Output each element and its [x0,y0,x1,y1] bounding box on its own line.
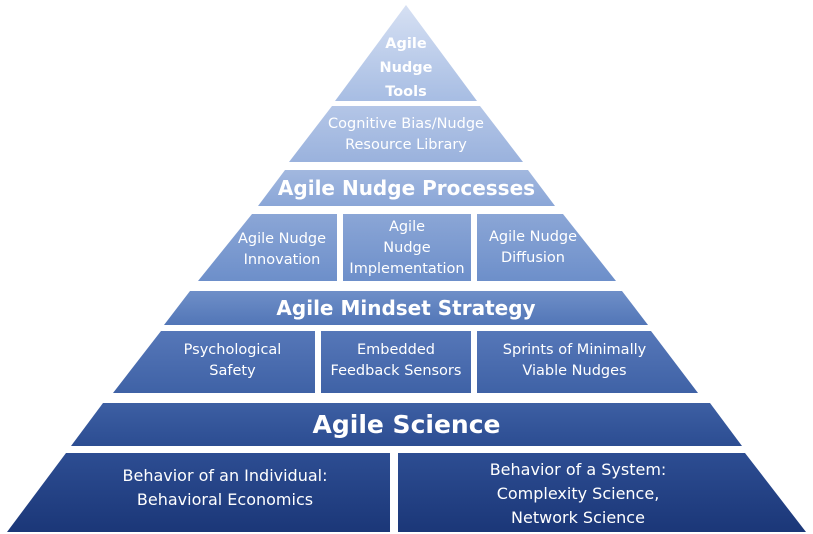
innovation-label: Agile Nudge Innovation [237,231,327,268]
implementation-label: Agile Nudge Implementation [349,218,465,277]
individual-box [7,453,390,532]
tools-tier [335,5,477,101]
safety-label: Psychological Safety [183,342,282,379]
processes-label: Agile Nudge Processes [277,176,536,200]
processes-tier [258,170,555,206]
system-box [398,453,806,532]
library-label: Cognitive Bias/Nudge Resource Library [328,116,484,153]
system-label: Behavior of a System: Complexity Science… [489,460,667,527]
sensors-box [321,331,471,393]
safety-box [113,331,315,393]
mindset-tier [164,291,648,325]
diffusion-box [477,214,616,281]
innovation-box [198,214,337,281]
sprints-label: Sprints of Minimally Viable Nudges [502,342,647,379]
implementation-box [343,214,471,281]
library-tier [289,106,523,162]
individual-label: Behavior of an Individual: Behavioral Ec… [122,466,328,509]
sprints-box [477,331,698,393]
sensors-label: Embedded Feedback Sensors [330,342,462,379]
science-label: Agile Science [312,410,501,439]
mindset-label: Agile Mindset Strategy [276,296,536,320]
tools-label: Agile Nudge Tools [379,36,433,100]
science-tier [71,403,742,446]
diffusion-label: Agile Nudge Diffusion [488,229,578,266]
